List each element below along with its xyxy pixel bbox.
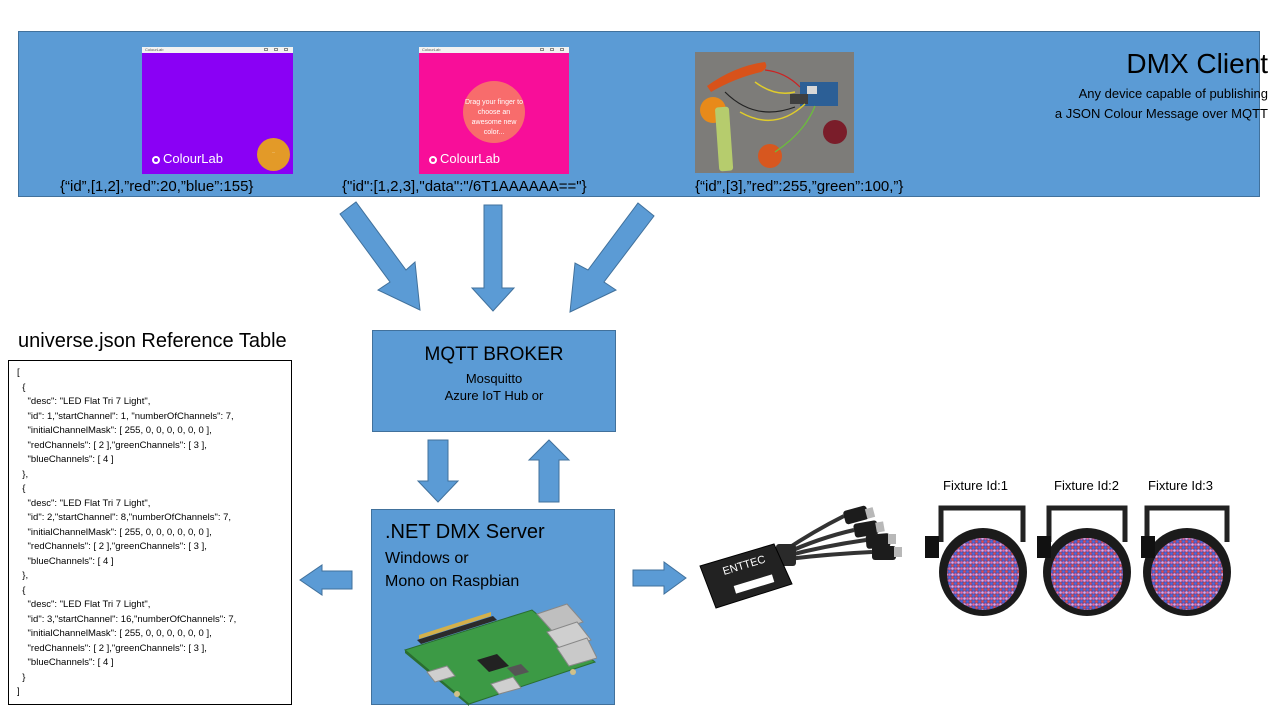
arrow-server-to-interface: [632, 561, 687, 595]
mqtt-broker-options: Mosquitto Azure IoT Hub or: [373, 370, 615, 404]
arrow-broker-to-server: [416, 439, 460, 503]
colourlab-logo: ColourLab: [152, 151, 223, 166]
raspberry-pi-board-image: [403, 603, 597, 706]
window-title: ColourLab: [422, 47, 441, 52]
colourlab-logo: ColourLab: [429, 151, 500, 166]
arrow-server-to-reference: [299, 564, 353, 596]
window-title-bar: ColourLab: [142, 47, 293, 53]
window-title-bar: ColourLab: [419, 47, 569, 53]
led-fixtures: [925, 505, 1231, 616]
fixture-1: [925, 505, 1027, 616]
dmx-client-subtitle-line1: Any device capable of publishing: [1078, 86, 1268, 101]
client-message-3: {“id”,[3],”red”:255,”green”:100,”}: [695, 178, 904, 195]
dmx-client-subtitle: Any device capable of publishing a JSON …: [948, 84, 1268, 124]
colourlab-app-screenshot-purple: ColourLab ... ColourLab: [142, 47, 293, 174]
color-picker-dot: ...: [257, 138, 290, 171]
fixture-2: [1037, 505, 1131, 616]
enttec-dmx-usb-interface: ENTTEC: [699, 505, 902, 609]
fruit-circuit-photo: [695, 52, 854, 173]
fixture-label-3: Fixture Id:3: [1148, 478, 1214, 493]
reference-table-box: [ { "desc": "LED Flat Tri 7 Light", "id"…: [8, 360, 292, 705]
window-title: ColourLab: [145, 47, 164, 52]
client-message-2: {"id":[1,2,3],"data":"/6T1AAAAAA=="}: [342, 178, 587, 195]
arrow-client2-to-broker: [470, 204, 516, 312]
dmx-client-subtitle-line2: a JSON Colour Message over MQTT: [1054, 106, 1268, 121]
color-picker-circle: Drag your finger to choose an awesome ne…: [463, 81, 525, 143]
arrow-client3-to-broker: [569, 202, 655, 313]
arrow-client1-to-broker: [339, 201, 421, 311]
dmx-server-platform-2: Mono on Raspbian: [385, 573, 520, 590]
fixture-label-1: Fixture Id:1: [943, 478, 1009, 493]
fixture-3: [1141, 505, 1231, 616]
mqtt-broker-option-mosquitto: Mosquitto: [465, 371, 523, 386]
colourlab-app-screenshot-pink: ColourLab Drag your finger to choose an …: [419, 47, 569, 174]
mqtt-broker-box: MQTT BROKER Mosquitto Azure IoT Hub or: [372, 330, 616, 432]
reference-table-title: universe.json Reference Table: [18, 330, 287, 352]
client-message-1: {“id”,[1,2],”red”:20,”blue”:155}: [60, 178, 254, 195]
arrow-server-to-broker: [527, 439, 571, 503]
dmx-server-box: .NET DMX Server Windows or Mono on Raspb…: [371, 509, 615, 706]
mqtt-broker-option-azure: Azure IoT Hub or: [444, 388, 544, 403]
dmx-server-title: .NET DMX Server: [385, 521, 545, 543]
dmx-server-platform-1: Windows or: [385, 550, 469, 567]
mqtt-broker-title: MQTT BROKER: [424, 344, 564, 365]
fixture-label-2: Fixture Id:2: [1054, 478, 1120, 493]
dmx-client-title: DMX Client: [1126, 48, 1268, 79]
universe-json-content: [ { "desc": "LED Flat Tri 7 Light", "id"…: [17, 367, 237, 697]
